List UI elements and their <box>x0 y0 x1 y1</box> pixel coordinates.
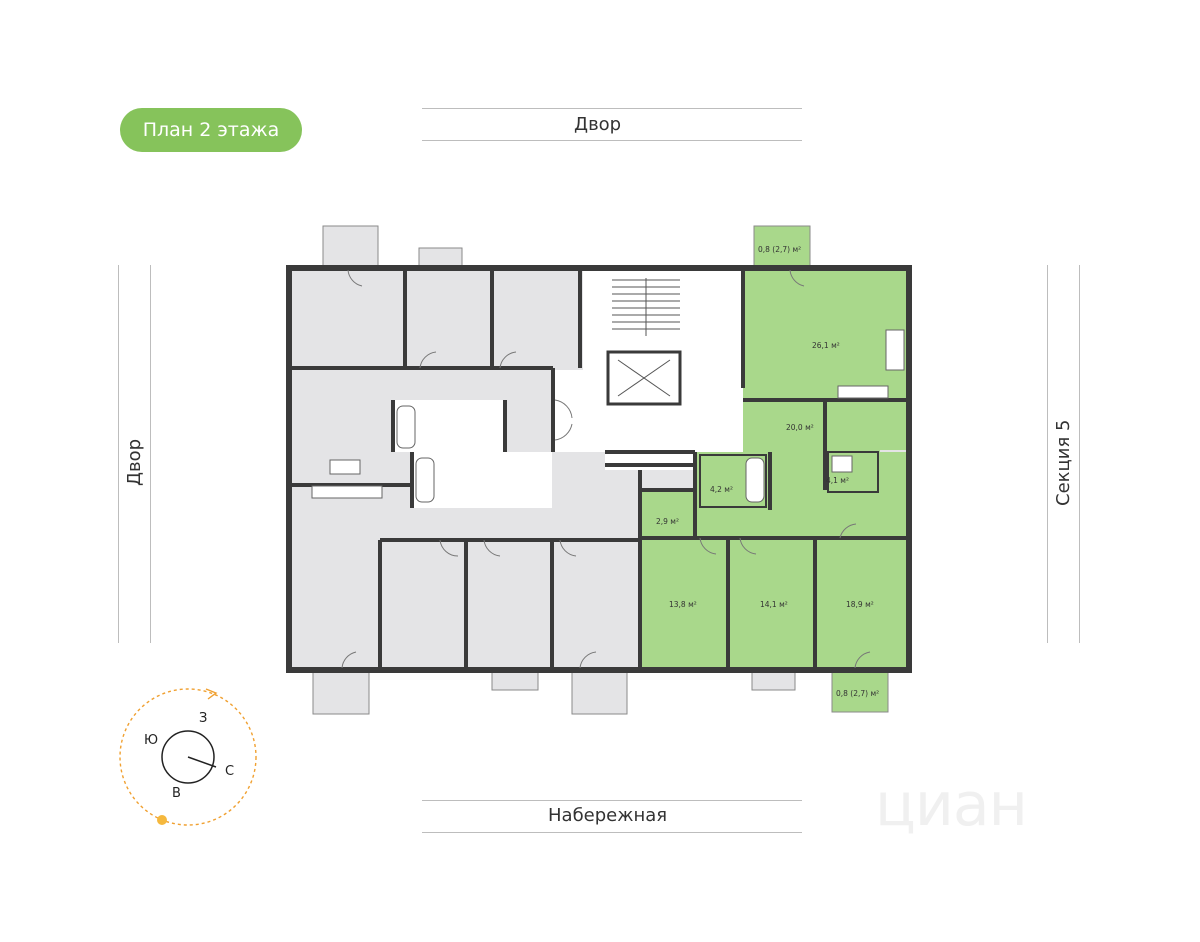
orbit-arrow <box>205 688 218 700</box>
fixtures <box>311 329 905 503</box>
lift-cross-2 <box>617 359 671 397</box>
area-balcony-bottom: 0,8 (2,7) м² <box>836 689 879 698</box>
label-embankment: Набережная <box>548 805 668 826</box>
sun-icon <box>157 815 167 825</box>
area-bath-a: 4,2 м² <box>710 485 733 494</box>
stair-steps <box>612 278 680 336</box>
floor-badge: План 2 этажа <box>120 108 302 152</box>
outer-wall <box>286 265 912 673</box>
top-line-1 <box>422 108 802 109</box>
bath-left-white-2 <box>412 452 552 508</box>
balcony-left-top <box>322 225 379 269</box>
compass <box>119 688 257 826</box>
interior-walls <box>292 270 907 668</box>
area-room-2: 14,1 м² <box>760 600 788 609</box>
area-living-big: 26,1 м² <box>812 341 840 350</box>
compass-orbit <box>119 688 257 826</box>
right-line-1 <box>1047 265 1048 643</box>
area-hall: 20,0 м² <box>786 423 814 432</box>
bottom-line-1 <box>422 800 802 801</box>
compass-needle <box>187 756 217 768</box>
balcony-top-green <box>753 225 811 269</box>
balcony-right-bottom-grey <box>571 671 628 715</box>
compass-west: З <box>199 711 208 726</box>
area-room-1: 13,8 м² <box>669 600 697 609</box>
compass-north: С <box>225 764 235 779</box>
lift-shaft <box>606 350 682 406</box>
balcony-mid-top <box>418 247 463 267</box>
left-line-2 <box>150 265 151 643</box>
right-line-2 <box>1079 265 1080 643</box>
left-line-1 <box>118 265 119 643</box>
balcony-bottom-green <box>831 671 889 713</box>
door-swings <box>341 269 871 669</box>
watermark-logo: циан <box>875 770 1028 840</box>
area-balcony-top: 0,8 (2,7) м² <box>758 245 801 254</box>
corridor-white <box>605 452 695 470</box>
balcony-left-bottom <box>312 671 370 715</box>
area-bath-b: 4,1 м² <box>826 476 849 485</box>
balcony-mid-bottom <box>491 671 539 691</box>
area-wc: 2,9 м² <box>656 517 679 526</box>
compass-south: Ю <box>144 733 159 748</box>
balcony-small-bottom <box>751 671 796 691</box>
label-top-yard: Двор <box>574 114 622 135</box>
bottom-line-2 <box>422 832 802 833</box>
area-room-3: 18,9 м² <box>846 600 874 609</box>
top-line-2 <box>422 140 802 141</box>
compass-east: В <box>172 786 181 801</box>
